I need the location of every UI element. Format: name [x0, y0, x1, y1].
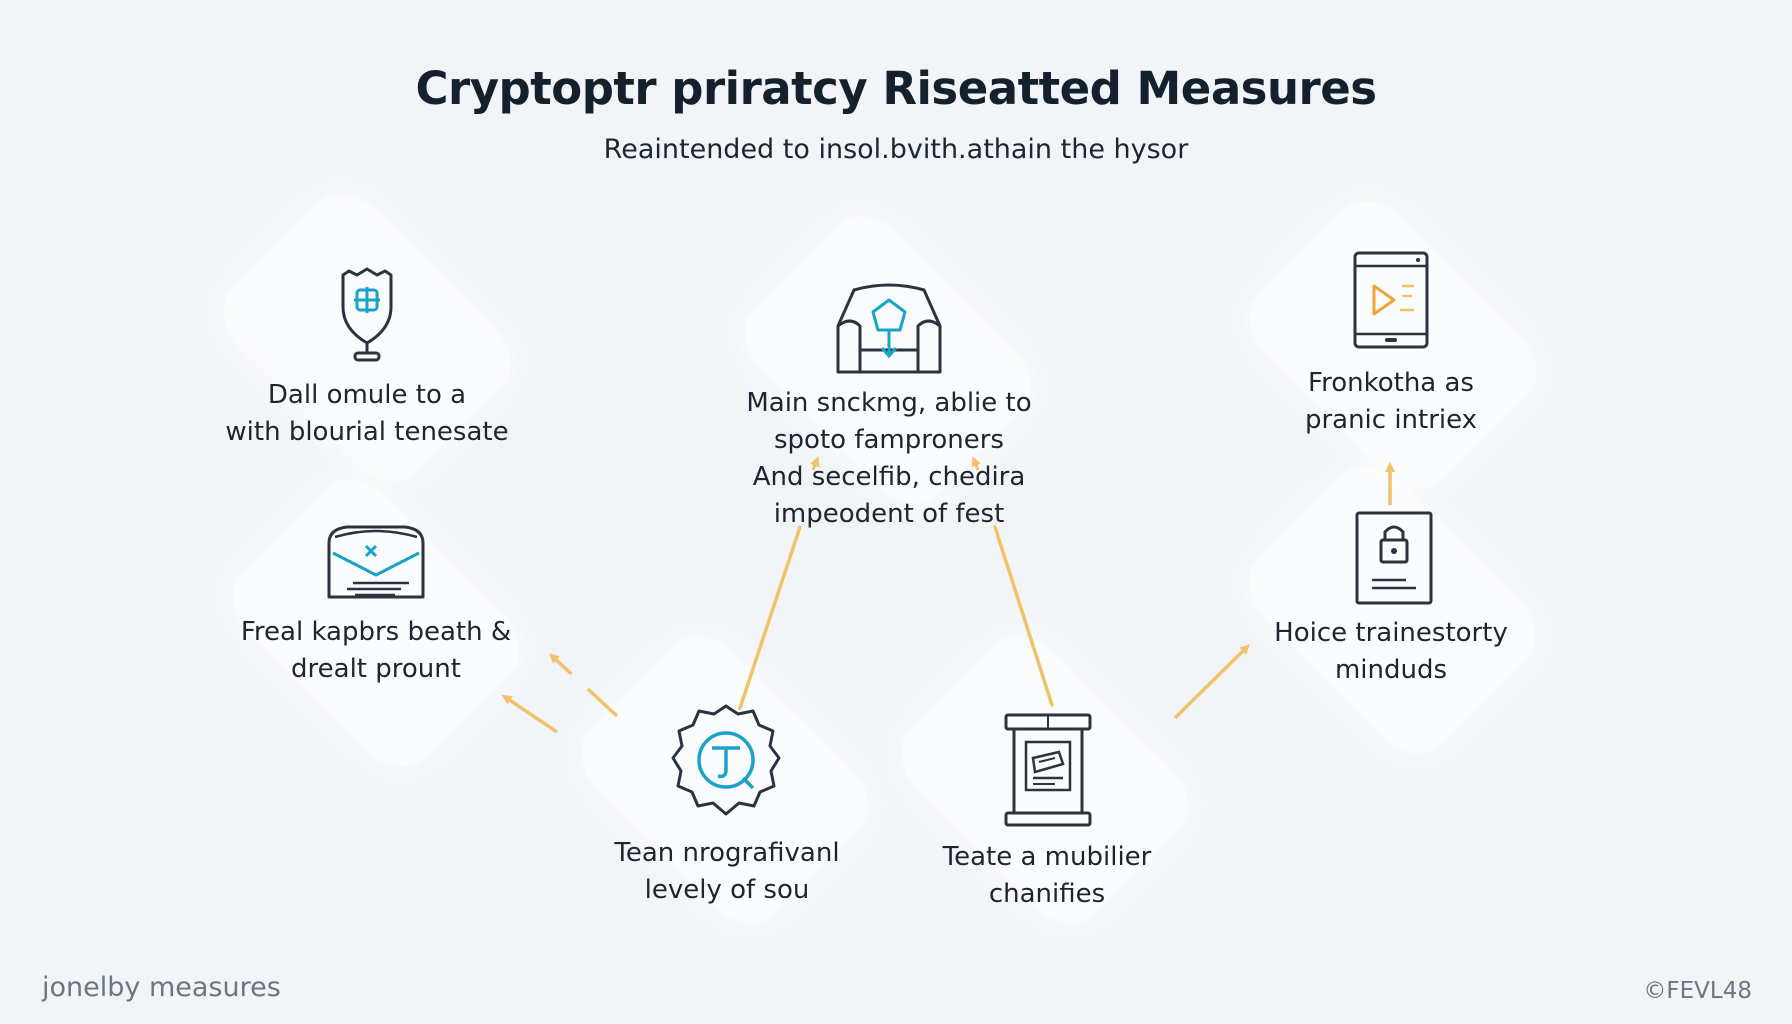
node-label-line: impeodent of fest — [773, 499, 1005, 529]
footer-brand: jonelby measures — [42, 972, 281, 1003]
node-label-line: spoto famproners — [774, 425, 1004, 455]
node-label-line: minduds — [1334, 655, 1448, 685]
node-label-bottom-center-left: Tean nrografivanl levely of sou — [537, 835, 917, 909]
node-label-line: Hoice trainestorty — [1274, 618, 1508, 648]
arrow-bottom-left-to-center — [738, 525, 802, 710]
node-label-top-right: Fronkotha as pranic intriex — [1201, 365, 1581, 439]
node-label-line: Teate a mubilier — [942, 842, 1152, 872]
node-label-line: chanifies — [988, 879, 1106, 909]
arrow-to-mid-left-lower — [501, 694, 558, 734]
node-label-line: And secelfib, chedira — [752, 462, 1026, 492]
node-label-line: Fronkotha as — [1308, 368, 1474, 398]
server-icon — [1004, 713, 1092, 827]
diagram-subtitle: Reaintended to insol.bvith.athain the hy… — [603, 134, 1189, 165]
arrow-center-right-tick — [971, 456, 981, 471]
node-label-top-left: Dall omule to a with blourial tenesate — [177, 377, 557, 451]
node-label-mid-left: Freal kapbrs beath & drealt prount — [186, 614, 566, 688]
arrow-to-right-bottom — [1173, 644, 1250, 720]
diagram-title: Cryptoptr priratcy Riseatted Measures — [415, 62, 1378, 115]
node-label-line: Tean nrografivanl — [614, 838, 840, 868]
gear-badge-icon — [671, 704, 781, 816]
gem-box-icon — [836, 283, 942, 374]
node-label-bottom-center-right: Teate a mubilier chanifies — [857, 839, 1237, 913]
node-label-line: Dall omule to a — [267, 380, 467, 410]
node-label-right-bottom: Hoice trainestorty minduds — [1201, 615, 1581, 689]
node-label-center: Main snckmg, ablie to spoto famproners A… — [699, 385, 1079, 533]
node-label-line: drealt prount — [291, 654, 461, 684]
arrow-center-left-tick — [810, 456, 820, 471]
envelope-icon — [327, 525, 425, 599]
node-label-line: pranic intriex — [1304, 405, 1478, 435]
lock-document-icon — [1355, 511, 1433, 605]
arrow-bottom-right-to-center — [993, 525, 1054, 707]
arrow-to-mid-left-upper — [549, 653, 619, 718]
tablet-play-icon — [1353, 251, 1429, 349]
footer-copyright: ©FEVL48 — [1643, 978, 1752, 1004]
shield-icon — [341, 267, 393, 362]
node-label-line: levely of sou — [644, 875, 810, 905]
node-label-line: Main snckmg, ablie to — [746, 388, 1032, 418]
node-label-line: Freal kapbrs beath & — [240, 617, 512, 647]
node-label-line: with blourial tenesate — [225, 417, 509, 447]
